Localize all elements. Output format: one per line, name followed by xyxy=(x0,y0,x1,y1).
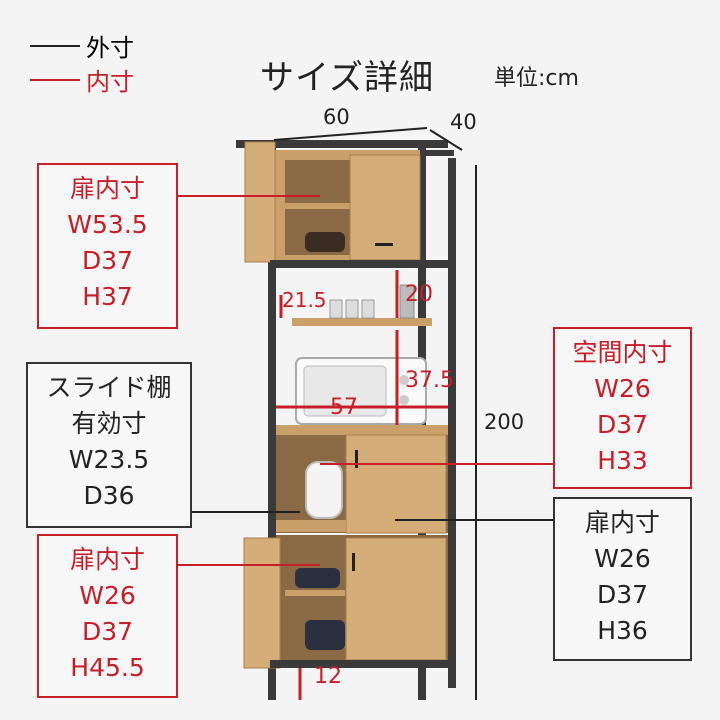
microwave-height-label: 37.5 xyxy=(405,368,454,393)
callout-title: 空間内寸 xyxy=(572,338,673,367)
legend-inner: 内寸 xyxy=(30,62,134,97)
outer-height-label: 200 xyxy=(484,410,525,434)
bottom-rail xyxy=(270,660,450,668)
callout-depth: D37 xyxy=(596,580,649,609)
callout-depth: D37 xyxy=(81,617,134,646)
legend-outer-label: 外寸 xyxy=(86,34,134,62)
callout-width: W53.5 xyxy=(67,210,148,239)
shelf-top-label: 20 xyxy=(405,282,433,307)
outer-width-label: 60 xyxy=(323,105,350,129)
legend-inner-line xyxy=(30,78,80,81)
callout-title: スライド棚 xyxy=(46,373,172,402)
mid-shelf xyxy=(292,318,432,326)
upper-right-door xyxy=(349,154,421,261)
lower-left-door xyxy=(243,537,281,669)
microwave-width-label: 57 xyxy=(330,395,358,420)
kettle-icon xyxy=(305,461,343,519)
legend-outer: 外寸 xyxy=(30,28,134,63)
callout-width: W26 xyxy=(594,544,651,573)
upper-shelf-rail xyxy=(270,260,450,268)
upper-cabinet-shelf xyxy=(285,203,350,209)
frame-top-rail xyxy=(236,140,448,148)
middle-door-callout: 扉内寸 W26 D37 H36 xyxy=(553,497,692,661)
callout-title: 扉内寸 xyxy=(69,174,145,203)
callout-height: H33 xyxy=(597,446,648,475)
callout-height: H45.5 xyxy=(70,653,145,682)
bottom-clearance-label: 12 xyxy=(314,664,342,689)
upper-door-callout: 扉内寸 W53.5 D37 H37 xyxy=(37,163,178,329)
legend-outer-line xyxy=(30,44,80,47)
callout-title: 扉内寸 xyxy=(584,508,660,537)
upper-left-door xyxy=(244,141,276,263)
callout-depth: D36 xyxy=(83,481,135,510)
callout-height: H37 xyxy=(82,282,133,311)
door-handle-icon xyxy=(375,243,393,246)
middle-right-door xyxy=(345,434,447,534)
middle-door-handle-icon xyxy=(355,450,358,468)
cups-icon xyxy=(295,568,340,588)
frame-post-front-left xyxy=(268,145,276,700)
frame-top-side-rail xyxy=(426,150,454,156)
callout-subtitle: 有効寸 xyxy=(71,409,147,438)
counter-top xyxy=(276,425,448,435)
legend-inner-label: 内寸 xyxy=(86,68,134,96)
depth-dimension-line xyxy=(429,129,463,151)
width-dimension-line xyxy=(273,127,428,141)
callout-title: 扉内寸 xyxy=(69,545,145,574)
callout-height: H36 xyxy=(597,616,648,645)
lower-door-callout: 扉内寸 W26 D37 H45.5 xyxy=(37,534,178,698)
unit-label: 単位:cm xyxy=(494,66,579,91)
outer-depth-label: 40 xyxy=(450,110,477,134)
callout-width: W23.5 xyxy=(68,445,150,474)
callout-depth: D37 xyxy=(596,410,649,439)
slide-shelf-callout: スライド棚 有効寸 W23.5 D36 xyxy=(26,362,192,528)
page-title: サイズ詳細 xyxy=(260,58,434,98)
callout-width: W26 xyxy=(594,374,651,403)
open-space-callout: 空間内寸 W26 D37 H33 xyxy=(553,327,692,489)
glasses-icon xyxy=(329,284,415,319)
shelf-gap-label: 21.5 xyxy=(282,288,327,312)
lower-cabinet-shelf xyxy=(285,590,345,596)
plates-icon xyxy=(305,620,345,650)
frame-post-back-right xyxy=(448,158,456,688)
slide-shelf xyxy=(276,520,346,532)
bowls-icon xyxy=(305,232,345,252)
lower-right-door xyxy=(345,537,447,661)
callout-depth: D37 xyxy=(81,246,134,275)
lower-door-handle-icon xyxy=(352,553,355,571)
callout-width: W26 xyxy=(79,581,136,610)
